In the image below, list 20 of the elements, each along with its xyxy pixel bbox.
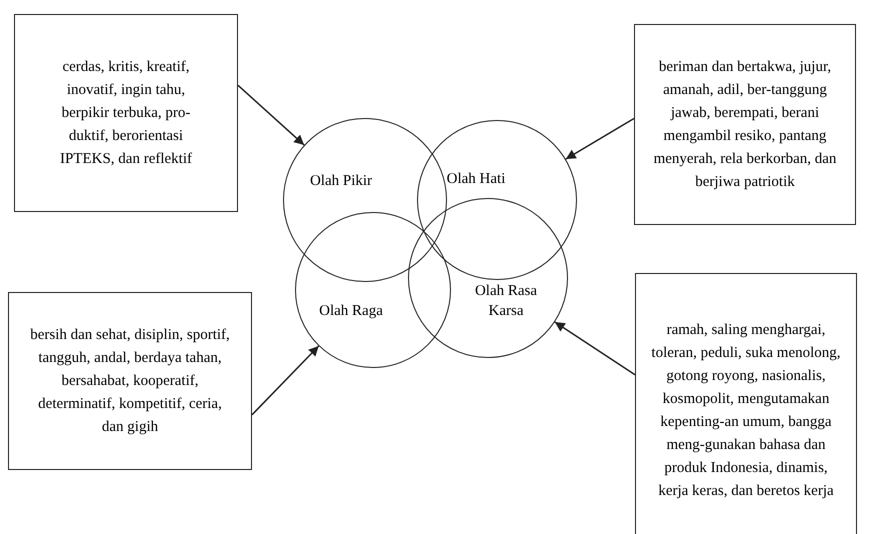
- arrow: [251, 345, 320, 416]
- venn-circle: [283, 118, 447, 282]
- trait-list: ramah, saling menghargai, toleran, peduli, suka menolong, gotong royong, nasionalis, kosmopolit, mengutamakan kepenting-an umum, bangga meng-gunakan bahasa dan produk Indonesia, dinamis, kerja keras, dan beretos kerja: [648, 318, 844, 502]
- circle-label: Olah Hati: [446, 170, 506, 189]
- circle-label: Olah Raga: [318, 302, 384, 321]
- arrow: [554, 321, 636, 376]
- text-box: [635, 273, 857, 534]
- trait-list: beriman dan bertakwa, jujur, amanah, adil, ber-tanggung jawab, berempati, berani mengambil resiko, pantang menyerah, rela berkorban, dan berjiwa patriotik: [652, 56, 838, 194]
- text-box: [8, 292, 252, 470]
- circle-label: Olah Rasa Karsa: [474, 282, 538, 321]
- trait-list: bersih dan sehat, disiplin, sportif, tangguh, andal, berdaya tahan, bersahabat, kooperatif, determinatif, kompetitif, ceria, dan gigih: [28, 324, 232, 438]
- venn-circle: [408, 198, 568, 358]
- venn-circle: [295, 212, 451, 368]
- venn-circle: [417, 120, 577, 280]
- circle-label: Olah Pikir: [308, 172, 374, 191]
- text-box: [634, 24, 856, 225]
- arrow: [238, 84, 305, 146]
- arrow: [565, 118, 634, 160]
- text-box: [14, 14, 238, 212]
- trait-list: cerdas, kritis, kreatif, inovatif, ingin tahu, berpikir terbuka, pro-duktif, berorientasi IPTEKS, dan reflektif: [42, 56, 210, 170]
